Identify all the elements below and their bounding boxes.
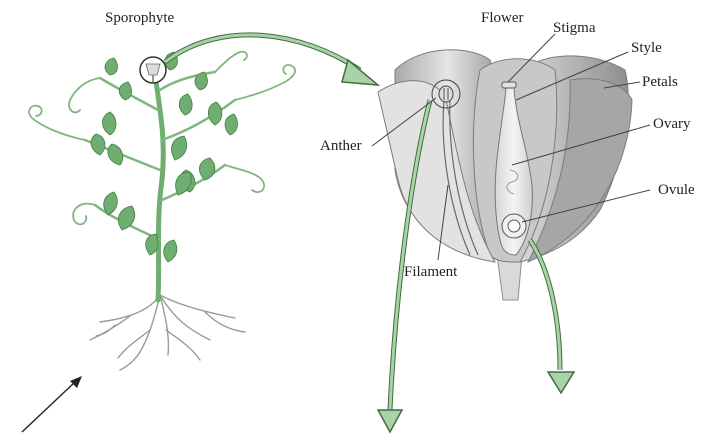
incoming-arrow [22, 376, 82, 432]
stigma [502, 82, 516, 88]
label-ovary: Ovary [653, 116, 691, 132]
label-flower: Flower [481, 10, 524, 26]
label-ovule: Ovule [658, 182, 695, 198]
plant-flower [140, 57, 166, 83]
label-style: Style [631, 40, 662, 56]
label-sporophyte: Sporophyte [105, 10, 175, 26]
label-petals: Petals [642, 74, 678, 90]
label-stigma: Stigma [553, 20, 596, 36]
sporophyte-plant [29, 52, 295, 370]
label-filament: Filament [404, 264, 458, 280]
roots [90, 295, 245, 370]
label-anther: Anther [320, 138, 362, 154]
down-arrow-right [530, 240, 574, 393]
